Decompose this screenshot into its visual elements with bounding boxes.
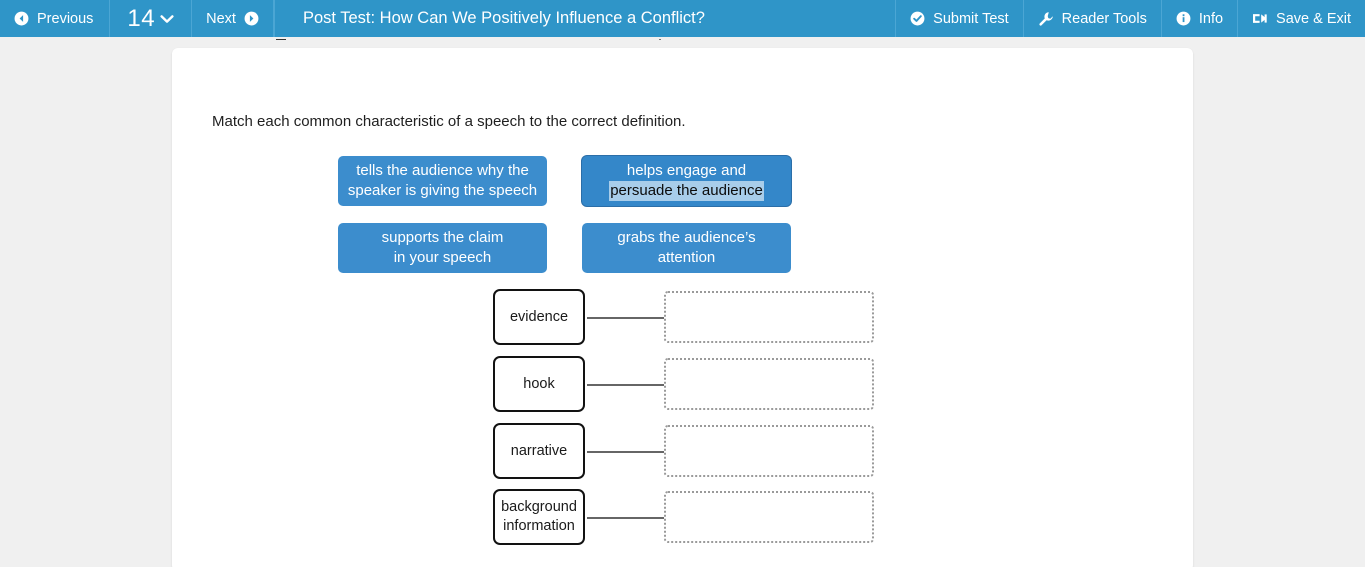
wrench-icon xyxy=(1038,11,1054,27)
term-box-narrative: narrative xyxy=(493,423,585,479)
chevron-down-icon xyxy=(160,14,174,24)
text-fragment-right xyxy=(659,39,661,40)
reader-tools-label: Reader Tools xyxy=(1061,10,1147,27)
assessment-title: Post Test: How Can We Positively Influen… xyxy=(273,0,897,37)
term-label-background-information-line1: background xyxy=(501,499,577,515)
answer-tile-4-line1: grabs the audience’s xyxy=(617,229,756,246)
previous-button[interactable]: Previous xyxy=(0,0,111,37)
term-box-hook: hook xyxy=(493,356,585,412)
match-rows: evidence hook xyxy=(172,289,1193,559)
info-button[interactable]: Info xyxy=(1162,0,1239,37)
info-circle-icon xyxy=(1176,11,1191,26)
check-circle-icon xyxy=(910,11,925,26)
page-number-value: 14 xyxy=(127,4,156,32)
dropzone-background-information[interactable] xyxy=(664,491,874,543)
term-box-background-information: background information xyxy=(493,489,585,545)
next-button[interactable]: Next xyxy=(192,0,274,37)
assessment-title-text: Post Test: How Can We Positively Influen… xyxy=(302,9,705,27)
page-number-dropdown[interactable]: 14 xyxy=(110,0,193,37)
match-row-narrative: narrative xyxy=(172,423,1193,479)
next-label: Next xyxy=(206,10,236,27)
term-box-evidence: evidence xyxy=(493,289,585,345)
match-row-evidence: evidence xyxy=(172,289,1193,345)
answer-tile-2-line2-selected: persuade the audience xyxy=(609,181,764,201)
term-label-background-information-line2: information xyxy=(503,518,575,534)
dropzone-hook[interactable] xyxy=(664,358,874,410)
arrow-left-circle-icon xyxy=(14,11,29,26)
sign-out-icon xyxy=(1252,11,1268,26)
answer-tile-2[interactable]: helps engage and persuade the audience xyxy=(582,156,791,206)
answer-tile-4-line2: attention xyxy=(657,249,716,266)
answer-tile-3-line2: in your speech xyxy=(393,249,492,266)
scrolled-off-text-fragment xyxy=(172,39,1193,51)
previous-label: Previous xyxy=(37,10,94,27)
top-toolbar: Previous 14 Next Post Test: How Can We P… xyxy=(0,0,1365,37)
reader-tools-button[interactable]: Reader Tools xyxy=(1024,0,1162,37)
match-row-background-information: background information xyxy=(172,489,1193,545)
toolbar-actions: Submit Test Reader Tools Info xyxy=(896,0,1365,37)
dropzone-narrative[interactable] xyxy=(664,425,874,477)
answer-tile-3-line1: supports the claim xyxy=(381,229,504,246)
save-and-exit-label: Save & Exit xyxy=(1276,10,1351,27)
submit-test-label: Submit Test xyxy=(933,10,1009,27)
term-label-narrative: narrative xyxy=(510,442,568,459)
arrow-right-circle-icon xyxy=(244,11,259,26)
answer-tile-4[interactable]: grabs the audience’s attention xyxy=(582,223,791,273)
answer-tile-bank: tells the audience why the speaker is gi… xyxy=(172,156,1193,294)
answer-tile-1-line1: tells the audience why the xyxy=(356,162,529,179)
answer-tile-1[interactable]: tells the audience why the speaker is gi… xyxy=(338,156,547,206)
answer-tile-2-line1: helps engage and xyxy=(626,162,747,179)
text-fragment-left xyxy=(276,39,286,40)
term-label-evidence: evidence xyxy=(509,308,569,325)
answer-tile-1-line2: speaker is giving the speech xyxy=(347,182,538,199)
question-scroll-area[interactable]: Match each common characteristic of a sp… xyxy=(0,37,1365,567)
submit-test-button[interactable]: Submit Test xyxy=(896,0,1024,37)
dropzone-evidence[interactable] xyxy=(664,291,874,343)
answer-tile-3[interactable]: supports the claim in your speech xyxy=(338,223,547,273)
question-prompt: Match each common characteristic of a sp… xyxy=(212,113,686,130)
save-and-exit-button[interactable]: Save & Exit xyxy=(1238,0,1365,37)
question-card: Match each common characteristic of a sp… xyxy=(172,48,1193,567)
info-label: Info xyxy=(1198,10,1224,27)
term-label-hook: hook xyxy=(523,375,555,392)
match-row-hook: hook xyxy=(172,356,1193,412)
